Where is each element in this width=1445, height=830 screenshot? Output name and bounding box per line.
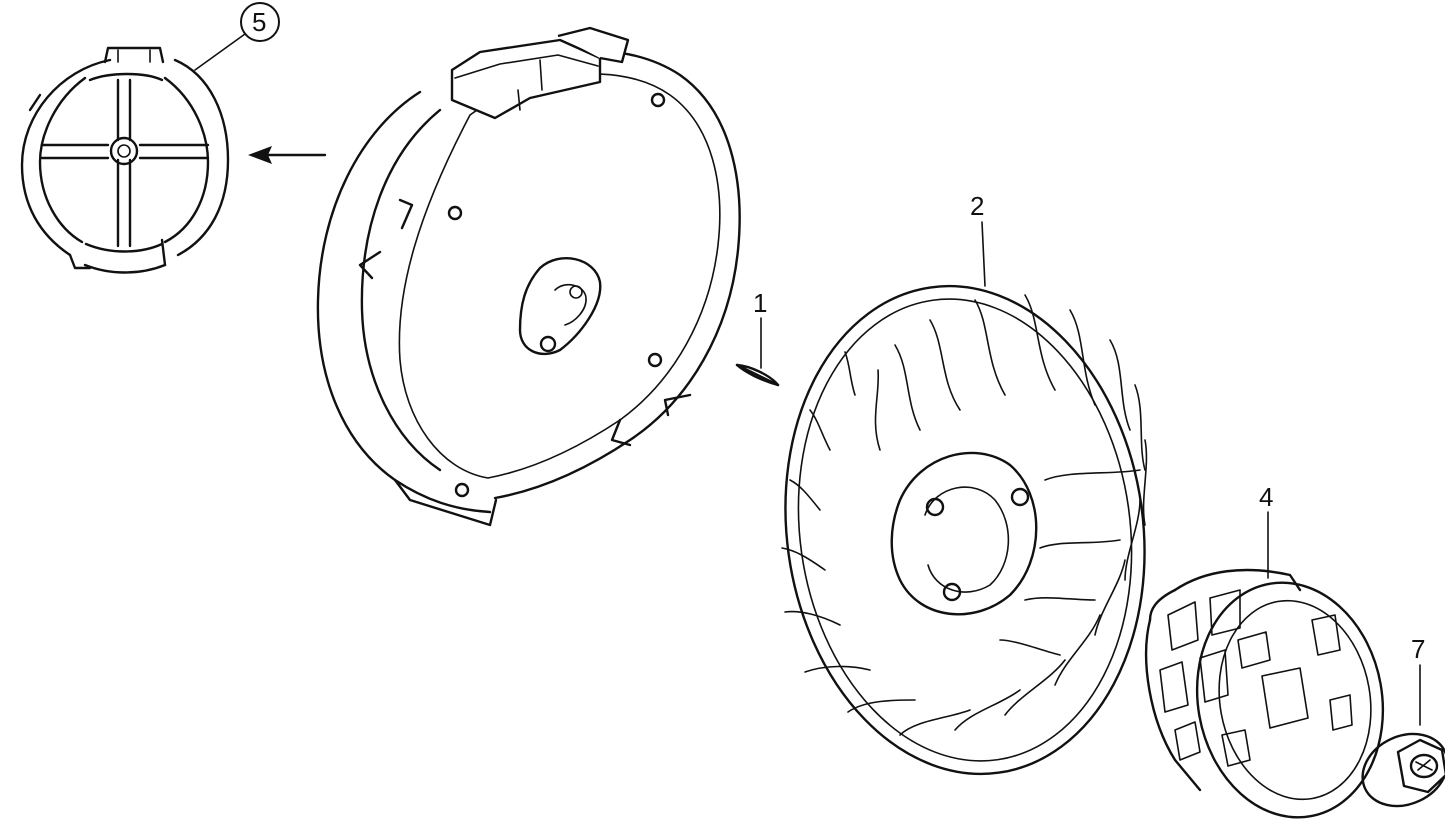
flywheel-housing <box>316 26 741 527</box>
callout-5 <box>194 2 280 71</box>
callout-label-1: 1 <box>753 288 768 318</box>
direction-arrow <box>248 146 327 164</box>
part-5-starter-pulley <box>20 46 230 274</box>
callout-label-5: 5 <box>252 7 267 37</box>
callout-label-7: 7 <box>1411 634 1426 664</box>
part-7-flange-nut <box>1361 664 1445 808</box>
fan-blades <box>781 294 1148 736</box>
part-2-cooling-fan <box>781 221 1148 776</box>
callout-label-2: 2 <box>970 191 985 221</box>
part-4-starter-cup <box>1145 511 1385 819</box>
callout-label-4: 4 <box>1259 482 1274 512</box>
part-1-woodruff-key <box>735 317 780 387</box>
